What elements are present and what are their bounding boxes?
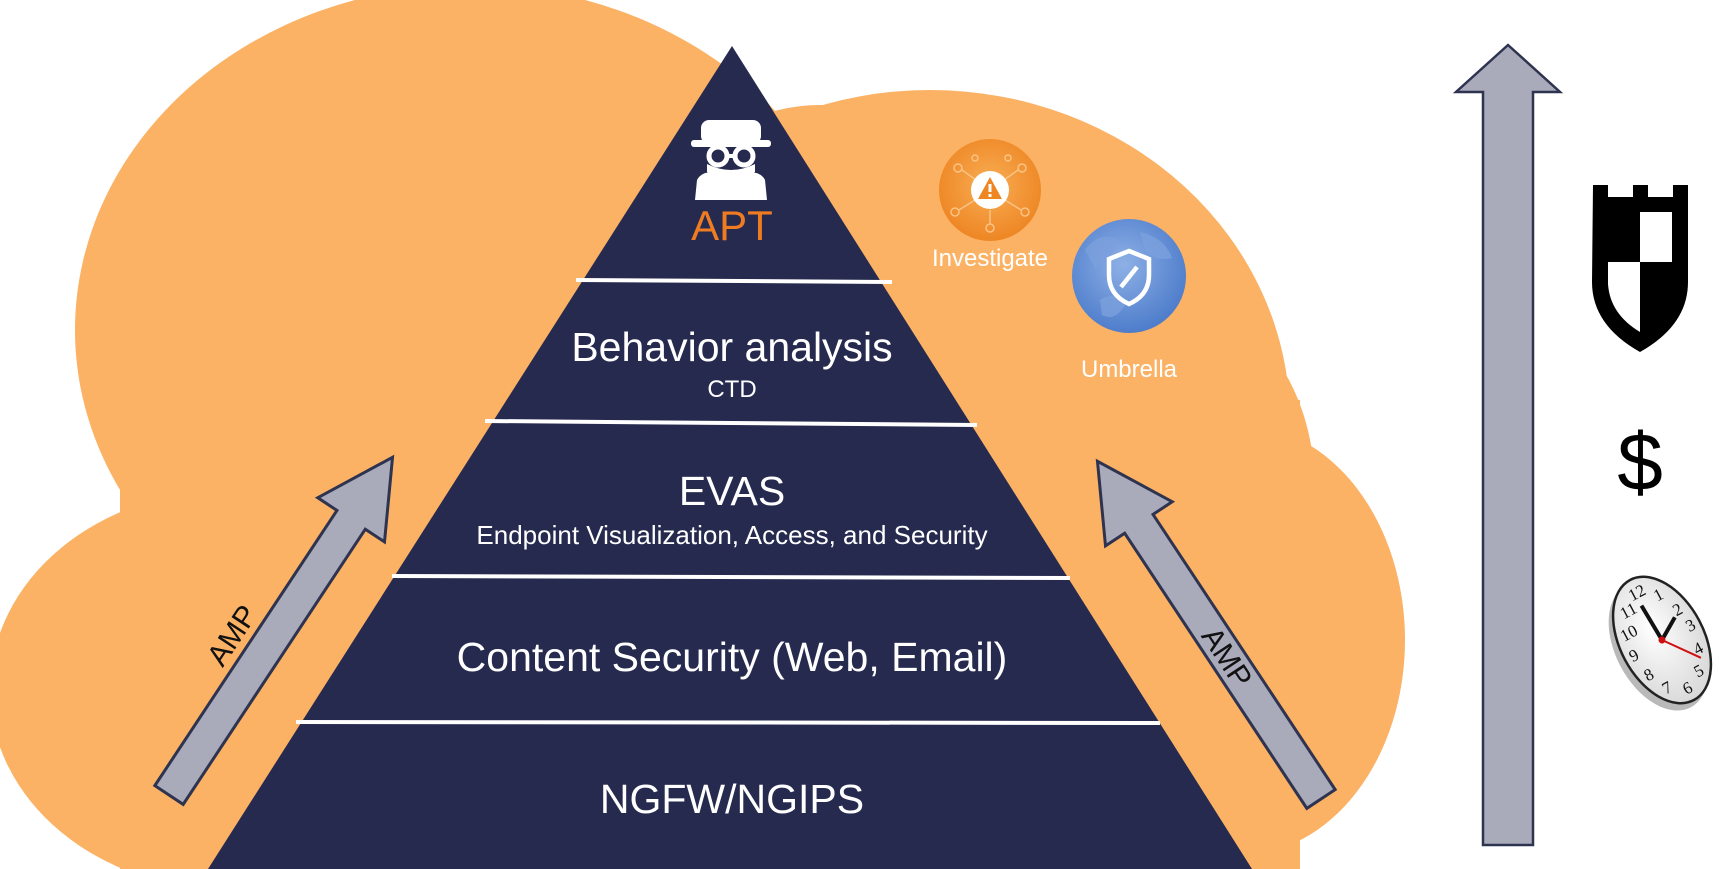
umbrella-label: Umbrella	[1080, 356, 1178, 383]
warning-icon	[978, 177, 1002, 199]
tier-evas-subtitle: Endpoint Visualization, Access, and Secu…	[476, 520, 988, 550]
separator-1	[575, 278, 893, 284]
security-shield-icon	[1592, 185, 1688, 352]
shield-icon	[1106, 248, 1152, 307]
investigate-label: Investigate	[931, 245, 1049, 272]
pyramid	[208, 46, 1252, 869]
investigate-badge	[939, 139, 1041, 241]
tier-apt-title: APT	[691, 202, 773, 249]
clock-icon: 12 1 2 3 4 5 6 7 8 9 10 11	[1608, 575, 1713, 711]
tier-evas-title: EVAS	[678, 468, 786, 514]
separator-4	[295, 720, 1161, 725]
separator-2	[484, 419, 978, 427]
svg-text:12: 12	[1625, 580, 1649, 605]
tier-content-security-title: Content Security (Web, Email)	[456, 634, 1008, 680]
tier-ngfw-title: NGFW/NGIPS	[599, 776, 865, 822]
dollar-icon: $	[1617, 417, 1663, 508]
svg-text:10: 10	[1617, 621, 1641, 646]
svg-text:11: 11	[1617, 599, 1640, 623]
scale-arrow	[1452, 43, 1564, 847]
umbrella-badge	[1072, 219, 1186, 333]
tier-behavior-subtitle: CTD	[707, 376, 757, 403]
tier-separators	[295, 278, 1161, 725]
right-amp-arrow	[1095, 458, 1338, 811]
spy-icon	[691, 120, 771, 200]
separator-3	[391, 574, 1071, 580]
left-amp-arrow	[152, 454, 395, 807]
tier-behavior-title: Behavior analysis	[571, 324, 893, 370]
